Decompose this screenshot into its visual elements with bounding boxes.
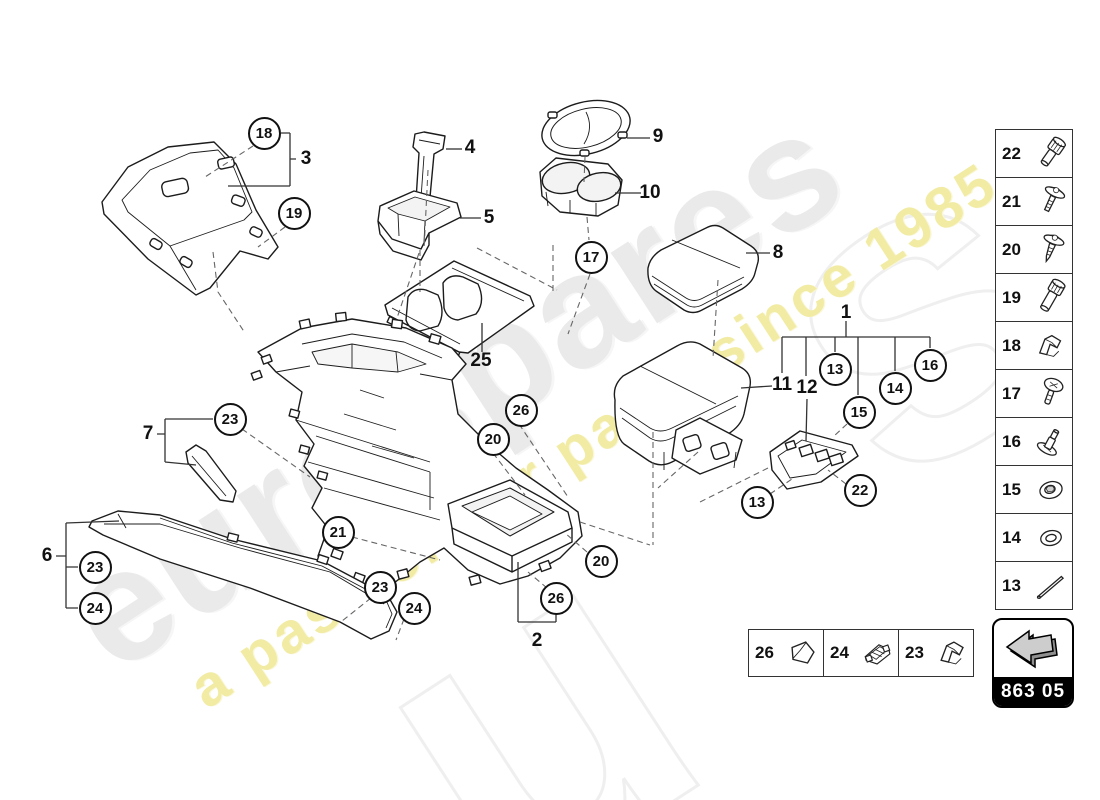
callout-circle-17[interactable]: 17 — [574, 240, 608, 274]
part-number-label-7: 7 — [142, 423, 154, 444]
socket-head-screw-long-icon — [1036, 277, 1067, 314]
sidebar-item-13[interactable]: 13 — [996, 562, 1072, 609]
fastener-sidebar: 22 21 20 19 18 17 16 15 14 13 — [995, 129, 1073, 610]
sidebar-item-20[interactable]: 20 — [996, 226, 1072, 274]
legend-item-23[interactable]: 23 — [899, 630, 973, 676]
sidebar-item-number: 14 — [1002, 527, 1021, 547]
socket-head-screw-icon — [1037, 134, 1068, 169]
grommet-nut-icon — [1037, 478, 1065, 501]
retaining-clip-icon — [1039, 334, 1062, 357]
callout-circle-26[interactable]: 26 — [539, 581, 573, 615]
part-5-storage-bin-drawing — [377, 190, 462, 261]
part-11-armrest-drawing — [613, 341, 752, 475]
part-number-label-11: 11 — [771, 374, 793, 395]
sidebar-item-17[interactable]: 17 — [996, 370, 1072, 418]
callout-circle-26[interactable]: 26 — [504, 393, 538, 427]
part-number-label-1: 1 — [840, 302, 852, 323]
callout-circle-19[interactable]: 19 — [277, 196, 311, 230]
part-number-label-9: 9 — [652, 126, 664, 147]
legend-item-26[interactable]: 26 — [749, 630, 824, 676]
sidebar-item-number: 21 — [1002, 191, 1021, 211]
callout-circle-14[interactable]: 14 — [878, 371, 912, 405]
callout-circle-23[interactable]: 23 — [213, 402, 247, 436]
sidebar-item-21[interactable]: 21 — [996, 178, 1072, 226]
stud-icon — [1035, 424, 1067, 458]
part-6-sill-trim-drawing — [88, 510, 398, 640]
sidebar-item-15[interactable]: 15 — [996, 466, 1072, 514]
part-group-box[interactable]: 863 05 — [992, 618, 1074, 708]
callout-circle-22[interactable]: 22 — [843, 473, 877, 507]
mounting-bracket-icon — [864, 644, 891, 665]
callout-circle-13[interactable]: 13 — [818, 352, 852, 386]
sidebar-item-number: 18 — [1002, 335, 1021, 355]
part-number-label-6: 6 — [41, 545, 53, 566]
sidebar-item-14[interactable]: 14 — [996, 514, 1072, 562]
part-number-label-25: 25 — [470, 350, 492, 371]
part-number-label-10: 10 — [639, 182, 661, 203]
part-number-label-5: 5 — [483, 207, 495, 228]
pan-head-screw-icon — [1037, 374, 1066, 408]
part-number-label-12: 12 — [796, 377, 818, 398]
callout-circle-24[interactable]: 24 — [397, 591, 431, 625]
assembly-dashed-lines — [204, 145, 848, 641]
callout-circle-18[interactable]: 18 — [247, 116, 281, 150]
part-10-cupholder-insert-drawing — [539, 157, 623, 217]
sidebar-item-number: 16 — [1002, 431, 1021, 451]
part-12-bracket-drawing — [769, 430, 859, 490]
leader-lines — [56, 132, 931, 623]
part-group-code: 863 05 — [994, 677, 1072, 706]
sidebar-item-number: 22 — [1002, 143, 1021, 163]
callout-circle-23[interactable]: 23 — [363, 570, 397, 604]
part-9-cupholder-trim-drawing — [541, 99, 631, 157]
flanged-screw-icon — [1036, 182, 1068, 216]
part-8-lid-drawing — [647, 224, 760, 314]
part-number-label-8: 8 — [772, 242, 784, 263]
sidebar-item-22[interactable]: 22 — [996, 130, 1072, 178]
sidebar-item-19[interactable]: 19 — [996, 274, 1072, 322]
washer-icon — [1038, 527, 1064, 548]
flanged-tapping-screw-icon — [1035, 230, 1067, 265]
callout-circle-20[interactable]: 20 — [584, 544, 618, 578]
pin-rod-icon — [1036, 575, 1064, 599]
legend-item-number: 23 — [905, 643, 924, 662]
legend-item-24[interactable]: 24 — [824, 630, 899, 676]
sidebar-item-number: 17 — [1002, 383, 1021, 403]
callout-circle-15[interactable]: 15 — [842, 395, 876, 429]
sidebar-item-18[interactable]: 18 — [996, 322, 1072, 370]
part-7-side-trim-drawing — [185, 444, 237, 503]
cover-cap-icon — [791, 641, 815, 664]
legend-item-number: 24 — [830, 643, 849, 662]
callout-circle-13[interactable]: 13 — [740, 485, 774, 519]
callout-circle-16[interactable]: 16 — [913, 348, 947, 382]
callout-circle-24[interactable]: 24 — [78, 591, 112, 625]
callout-circle-21[interactable]: 21 — [321, 515, 355, 549]
part-3-trim-panel-drawing — [101, 141, 279, 296]
sidebar-item-16[interactable]: 16 — [996, 418, 1072, 466]
part-number-label-3: 3 — [300, 148, 312, 169]
callout-circle-20[interactable]: 20 — [476, 422, 510, 456]
legend-item-number: 26 — [755, 643, 774, 662]
back-arrow-icon — [994, 620, 1072, 677]
sidebar-item-number: 19 — [1002, 287, 1021, 307]
part-number-label-4: 4 — [464, 137, 476, 158]
sidebar-item-number: 13 — [1002, 575, 1021, 595]
small-parts-legend: 26 24 23 — [748, 629, 974, 677]
callout-circle-23[interactable]: 23 — [78, 550, 112, 584]
part-number-label-2: 2 — [531, 630, 543, 651]
sidebar-item-number: 20 — [1002, 239, 1021, 259]
sidebar-item-number: 15 — [1002, 479, 1021, 499]
retaining-clip-icon — [940, 641, 964, 665]
